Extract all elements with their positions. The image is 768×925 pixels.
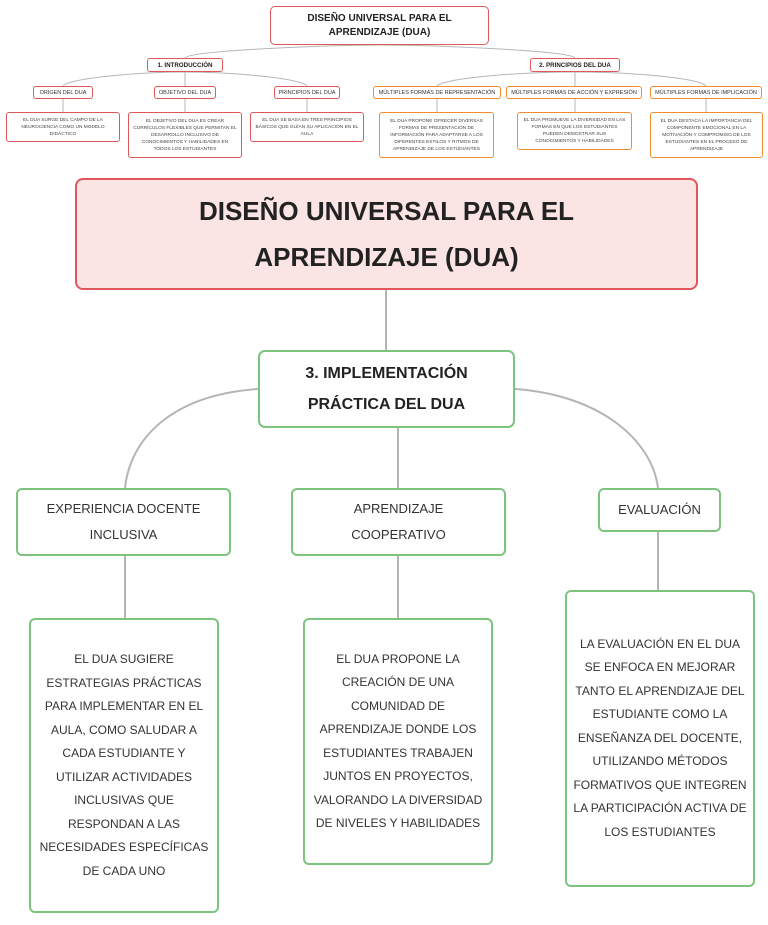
- top-section-introduccion: 1. INTRODUCCIÓN: [147, 58, 223, 72]
- top-desc-objetivo: EL OBJETIVO DEL DUA ES CREAR CURRÍCULOS …: [128, 112, 242, 158]
- top-desc-principios: EL DUA SE BASA EN TRES PRINCIPIOS BÁSICO…: [250, 112, 364, 142]
- top-sub-label: ORIGEN DEL DUA: [39, 89, 87, 96]
- top-desc-accion-expresion: EL DUA PROMUEVE LA DIVERSIDAD EN LAS FOR…: [517, 112, 632, 150]
- top-desc-text: EL DUA PROPONE OFRECER DIVERSAS FORMAS D…: [390, 118, 483, 152]
- top-sub-label: PRINCIPIOS DEL DUA: [278, 89, 336, 96]
- top-desc-text: EL DUA DESTACA LA IMPORTANCIA DEL COMPON…: [660, 118, 753, 152]
- top-sub-implicacion: MÚLTIPLES FORMAS DE IMPLICACIÓN: [650, 86, 762, 99]
- top-sub-representacion: MÚLTIPLES FORMAS DE REPRESENTACIÓN: [373, 86, 501, 99]
- main-cat-label: APRENDIZAJE COOPERATIVO: [351, 501, 446, 542]
- main-desc-text: EL DUA PROPONE LA CREACIÓN DE UNA COMUNI…: [313, 651, 483, 831]
- top-root-node: DISEÑO UNIVERSAL PARA EL APRENDIZAJE (DU…: [270, 6, 489, 45]
- top-desc-text: EL OBJETIVO DEL DUA ES CREAR CURRÍCULOS …: [133, 118, 237, 152]
- main-desc-experiencia-docente: EL DUA SUGIERE ESTRATEGIAS PRÁCTICAS PAR…: [29, 618, 219, 913]
- top-root-title: DISEÑO UNIVERSAL PARA EL APRENDIZAJE (DU…: [307, 12, 452, 38]
- top-desc-text: EL DUA PROMUEVE LA DIVERSIDAD EN LAS FOR…: [523, 118, 626, 144]
- main-desc-evaluacion: LA EVALUACIÓN EN EL DUA SE ENFOCA EN MEJ…: [565, 590, 755, 887]
- top-desc-origen: EL DUA SURGE DEL CAMPO DE LA NEUROCIENCI…: [6, 112, 120, 142]
- top-sub-objetivo: OBJETIVO DEL DUA: [154, 86, 216, 99]
- top-sub-label: MÚLTIPLES FORMAS DE ACCIÓN Y EXPRESIÓN: [511, 89, 637, 96]
- main-root-node: DISEÑO UNIVERSAL PARA EL APRENDIZAJE (DU…: [75, 178, 698, 290]
- main-desc-aprendizaje-cooperativo: EL DUA PROPONE LA CREACIÓN DE UNA COMUNI…: [303, 618, 493, 865]
- main-cat-aprendizaje-cooperativo: APRENDIZAJE COOPERATIVO: [291, 488, 506, 556]
- top-sub-label: MÚLTIPLES FORMAS DE IMPLICACIÓN: [655, 89, 757, 96]
- top-section-principios: 2. PRINCIPIOS DEL DUA: [530, 58, 620, 72]
- main-root-title: DISEÑO UNIVERSAL PARA EL APRENDIZAJE (DU…: [198, 196, 575, 272]
- main-cat-experiencia-docente: EXPERIENCIA DOCENTE INCLUSIVA: [16, 488, 231, 556]
- main-cat-label: EXPERIENCIA DOCENTE INCLUSIVA: [46, 501, 201, 542]
- main-desc-text: EL DUA SUGIERE ESTRATEGIAS PRÁCTICAS PAR…: [39, 652, 209, 878]
- main-cat-evaluacion: EVALUACIÓN: [598, 488, 721, 532]
- top-sub-accion-expresion: MÚLTIPLES FORMAS DE ACCIÓN Y EXPRESIÓN: [506, 86, 642, 99]
- top-section-label: 1. INTRODUCCIÓN: [157, 61, 213, 69]
- top-sub-origen: ORIGEN DEL DUA: [33, 86, 93, 99]
- top-sub-label: OBJETIVO DEL DUA: [158, 89, 212, 96]
- top-desc-implicacion: EL DUA DESTACA LA IMPORTANCIA DEL COMPON…: [650, 112, 763, 158]
- top-sub-label: MÚLTIPLES FORMAS DE REPRESENTACIÓN: [378, 89, 496, 96]
- top-desc-text: EL DUA SE BASA EN TRES PRINCIPIOS BÁSICO…: [255, 117, 359, 137]
- top-section-label: 2. PRINCIPIOS DEL DUA: [539, 61, 611, 69]
- main-section-implementacion: 3. IMPLEMENTACIÓN PRÁCTICA DEL DUA: [258, 350, 515, 428]
- top-desc-representacion: EL DUA PROPONE OFRECER DIVERSAS FORMAS D…: [379, 112, 494, 158]
- top-desc-text: EL DUA SURGE DEL CAMPO DE LA NEUROCIENCI…: [21, 117, 105, 137]
- main-cat-label: EVALUACIÓN: [618, 502, 701, 517]
- top-sub-principios: PRINCIPIOS DEL DUA: [274, 86, 340, 99]
- main-section-label: 3. IMPLEMENTACIÓN PRÁCTICA DEL DUA: [305, 365, 468, 413]
- main-desc-text: LA EVALUACIÓN EN EL DUA SE ENFOCA EN MEJ…: [573, 636, 747, 839]
